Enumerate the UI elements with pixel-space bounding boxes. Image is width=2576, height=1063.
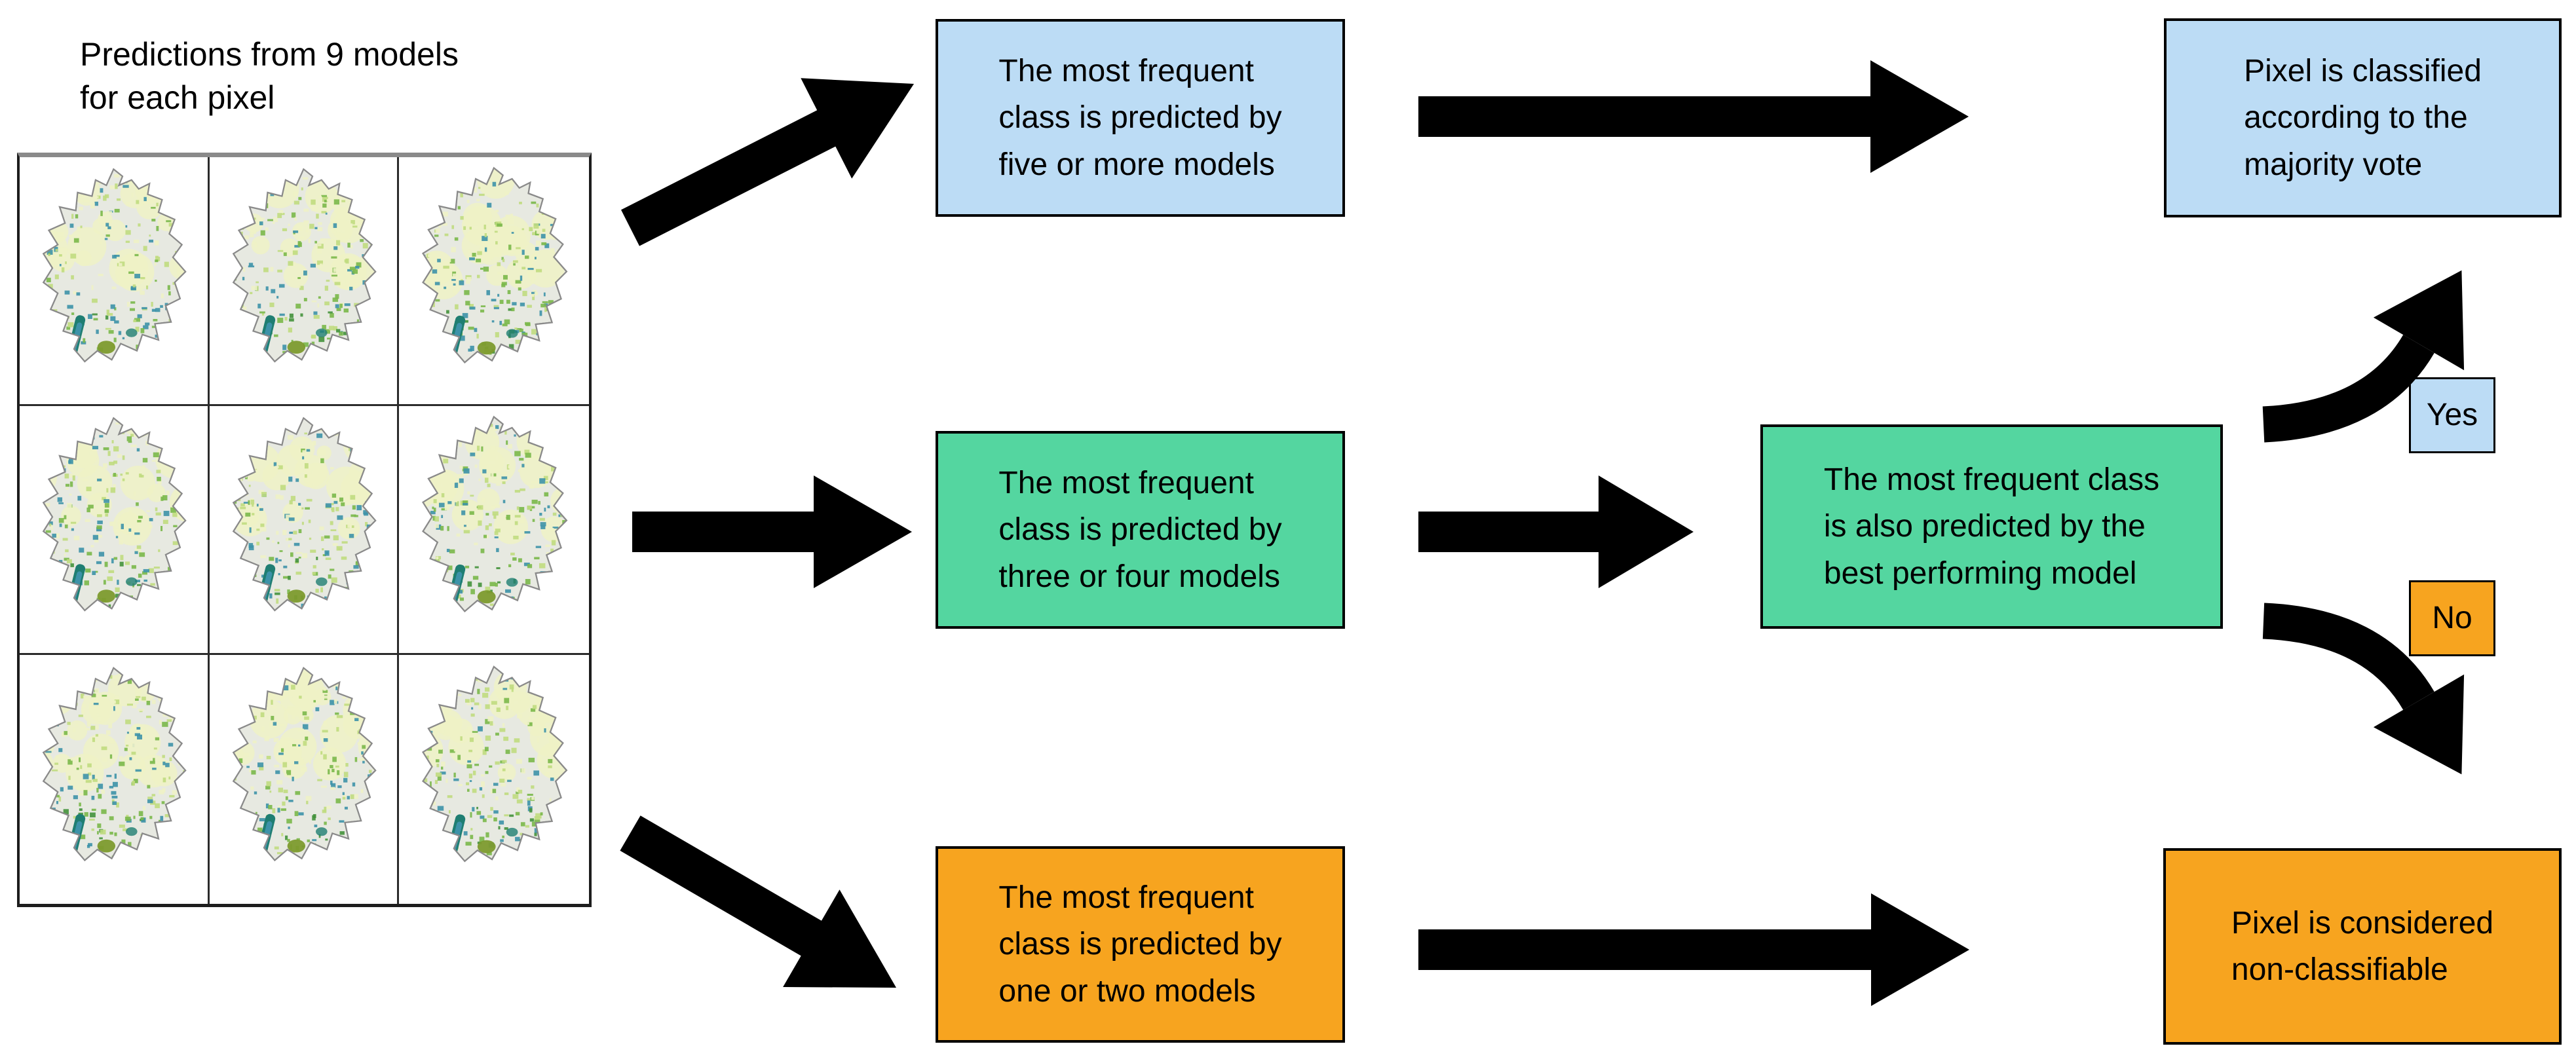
box-majority-vote-result: Pixel is classified according to the maj… <box>2164 18 2562 217</box>
arrow-grid-to-one-two <box>620 815 896 988</box>
prediction-map-cell <box>399 406 589 655</box>
arrow-no-to-non-classifiable-head <box>2373 674 2465 775</box>
arrow-yes-to-majority-head <box>2373 270 2465 371</box>
prediction-grid <box>17 153 592 907</box>
germany-map <box>422 665 568 863</box>
box-majority-vote-result-label: Pixel is classified according to the maj… <box>2244 54 2482 182</box>
box-most-frequent-five-plus: The most frequent class is predicted by … <box>936 19 1345 217</box>
box-most-frequent-one-two: The most frequent class is predicted by … <box>936 846 1345 1043</box>
box-most-frequent-five-plus-label: The most frequent class is predicted by … <box>998 54 1282 182</box>
prediction-map-cell <box>209 406 400 655</box>
arrow-yes-to-majority <box>2262 334 2434 443</box>
germany-map <box>42 666 187 862</box>
prediction-map-cell <box>20 655 210 904</box>
no-label-box: No <box>2409 580 2495 656</box>
prediction-map-cell <box>20 157 210 406</box>
germany-map <box>42 168 187 363</box>
prediction-map-cell <box>209 655 400 904</box>
box-non-classifiable-result-label: Pixel is considered non-classifiable <box>2231 905 2494 987</box>
no-label: No <box>2432 601 2472 635</box>
box-most-frequent-three-four: The most frequent class is predicted by … <box>936 431 1345 629</box>
box-non-classifiable-result: Pixel is considered non-classifiable <box>2163 848 2562 1045</box>
box-most-frequent-one-two-label: The most frequent class is predicted by … <box>998 880 1282 1009</box>
germany-map <box>422 166 568 364</box>
arrow-five-plus-to-majority <box>1418 60 1969 173</box>
prediction-map-cell <box>399 157 589 406</box>
box-best-performing-model-label: The most frequent class is also predicte… <box>1823 462 2160 591</box>
arrow-no-to-non-classifiable <box>2262 603 2434 711</box>
yes-label: Yes <box>2426 398 2478 432</box>
germany-map <box>232 417 377 612</box>
page-title: Predictions from 9 models for each pixel <box>80 36 459 116</box>
germany-map <box>232 168 377 363</box>
arrow-three-four-to-best-model <box>1418 476 1694 588</box>
arrow-grid-to-three-four <box>632 476 912 588</box>
yes-label-box: Yes <box>2409 377 2495 453</box>
prediction-map-cell <box>399 655 589 904</box>
germany-map <box>42 417 187 612</box>
germany-map <box>232 666 377 862</box>
prediction-map-cell <box>20 406 210 655</box>
prediction-map-cell <box>209 157 400 406</box>
arrow-grid-to-five-plus <box>621 78 914 246</box>
arrow-one-two-to-non-classifiable <box>1418 893 1969 1006</box>
germany-map <box>422 415 568 613</box>
box-most-frequent-three-four-label: The most frequent class is predicted by … <box>998 466 1282 594</box>
box-best-performing-model: The most frequent class is also predicte… <box>1760 424 2223 629</box>
